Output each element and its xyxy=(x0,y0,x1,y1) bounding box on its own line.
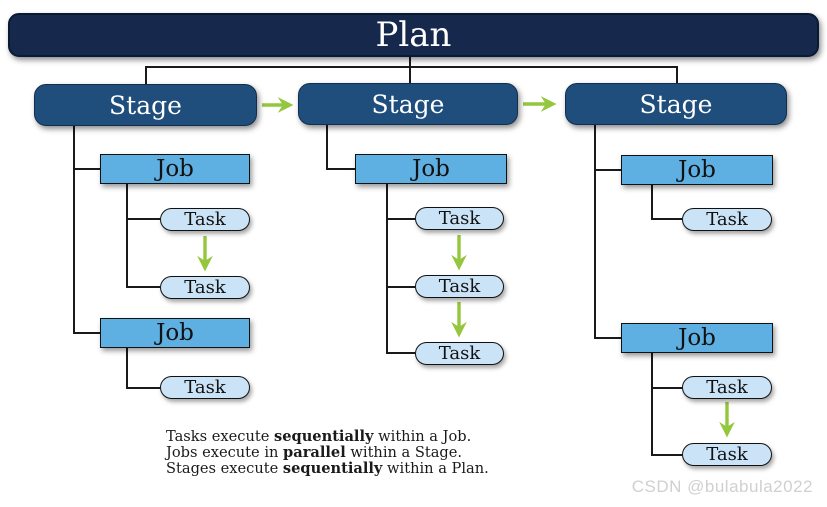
task-node-3b1: Task xyxy=(682,376,772,399)
task-node-1a2: Task xyxy=(160,276,250,299)
job1b-tasks-connector xyxy=(126,348,160,389)
task-sequence-arrows xyxy=(197,235,735,438)
task-node-1b1: Task xyxy=(160,376,250,399)
stage2-jobs-connector xyxy=(326,125,355,170)
task-node-2a2: Task xyxy=(415,275,504,298)
caption-line-jobs: Jobs execute in parallel within a Stage. xyxy=(166,443,489,461)
caption-text: Stages execute xyxy=(166,459,283,477)
plan-node: Plan xyxy=(8,13,819,57)
stage-node-1: Stage xyxy=(34,84,257,126)
task-node-2a3: Task xyxy=(415,342,504,365)
job3a-tasks-connector xyxy=(651,185,682,220)
csdn-watermark: CSDN @bulabula2022 xyxy=(631,477,813,496)
execution-rules-caption: Tasks execute sequentially within a Job.… xyxy=(166,429,489,477)
job-node-1b: Job xyxy=(100,318,250,348)
stage-node-3: Stage xyxy=(565,83,787,125)
caption-text: within a Job. xyxy=(373,428,472,445)
caption-text: within a Stage. xyxy=(345,443,463,461)
stage-node-2: Stage xyxy=(298,83,518,125)
caption-line-stages: Stages execute sequentially within a Pla… xyxy=(166,459,489,477)
job-node-1a: Job xyxy=(100,154,250,184)
job-node-2a: Job xyxy=(355,154,507,184)
stage3-jobs-connector xyxy=(594,125,621,339)
caption-bold: parallel xyxy=(283,443,346,461)
caption-text: Tasks execute xyxy=(166,428,274,445)
job3b-tasks-connector xyxy=(651,353,682,456)
caption-text: within a Plan. xyxy=(382,459,489,477)
stage-sequence-arrows xyxy=(262,96,557,113)
task-node-1a1: Task xyxy=(160,208,250,231)
stage1-jobs-connector xyxy=(73,126,100,334)
job2a-tasks-connector xyxy=(386,184,415,354)
plan-to-stages-connector xyxy=(145,56,678,84)
task-node-3a1: Task xyxy=(682,208,772,231)
job1a-tasks-connector xyxy=(126,184,160,288)
task-node-3b2: Task xyxy=(682,443,772,466)
caption-text: Jobs execute in xyxy=(166,443,284,461)
job-node-3b: Job xyxy=(621,323,773,353)
caption-bold: sequentially xyxy=(282,459,383,477)
job-node-3a: Job xyxy=(621,155,773,185)
task-node-2a1: Task xyxy=(415,207,504,230)
caption-line-tasks: Tasks execute sequentially within a Job. xyxy=(166,429,489,445)
caption-bold: sequentially xyxy=(273,428,374,445)
